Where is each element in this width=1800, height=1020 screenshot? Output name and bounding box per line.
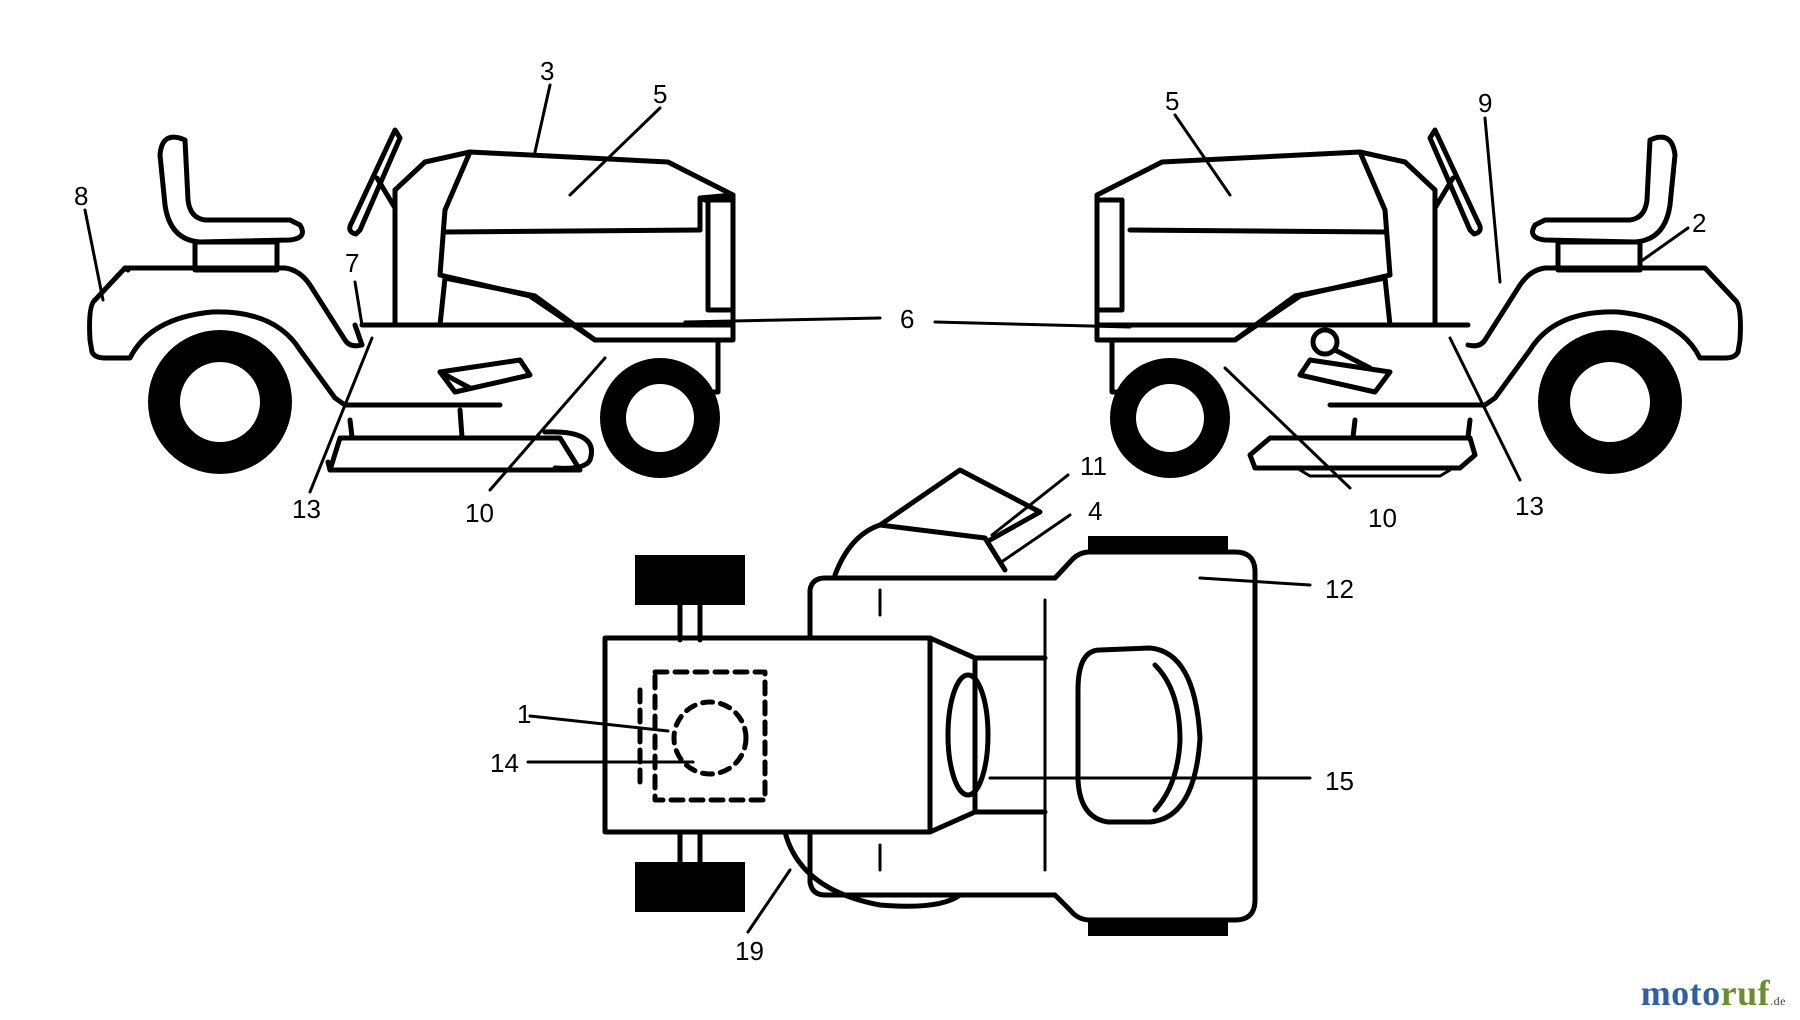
callout-10-right: 10 xyxy=(1368,503,1397,533)
tractor-top-view xyxy=(526,467,1312,936)
callout-19: 19 xyxy=(735,936,764,966)
callout-13-right: 13 xyxy=(1515,491,1544,521)
callout-9: 9 xyxy=(1478,88,1492,118)
brand-part-2: ruf xyxy=(1720,973,1771,1013)
right-tractor-side-view xyxy=(1094,113,1743,490)
callout-labels: 3 5 7 8 13 10 5 9 2 10 13 6 11 4 12 1 14… xyxy=(74,56,1706,966)
callout-7: 7 xyxy=(345,248,359,278)
callout-13-left: 13 xyxy=(292,494,321,524)
brand-suffix: .de xyxy=(1770,994,1786,1008)
callout-11: 11 xyxy=(1080,451,1107,481)
callout-8: 8 xyxy=(74,181,88,211)
brand-watermark: motoruf.de xyxy=(1641,972,1786,1014)
callout-2: 2 xyxy=(1692,208,1706,238)
brand-part-1: moto xyxy=(1640,973,1721,1013)
leader-6-left xyxy=(683,316,882,324)
callout-15: 15 xyxy=(1325,766,1354,796)
callout-1: 1 xyxy=(517,699,531,729)
callout-4: 4 xyxy=(1088,496,1102,526)
callout-5-left: 5 xyxy=(653,79,667,109)
left-tractor-side-view xyxy=(83,83,736,494)
callout-14: 14 xyxy=(490,748,519,778)
callout-12: 12 xyxy=(1325,574,1354,604)
leader-6-right xyxy=(933,320,1132,329)
callout-5-right: 5 xyxy=(1165,86,1179,116)
callout-10-left: 10 xyxy=(465,498,494,528)
callout-3-left: 3 xyxy=(540,56,554,86)
callout-6: 6 xyxy=(900,304,914,334)
